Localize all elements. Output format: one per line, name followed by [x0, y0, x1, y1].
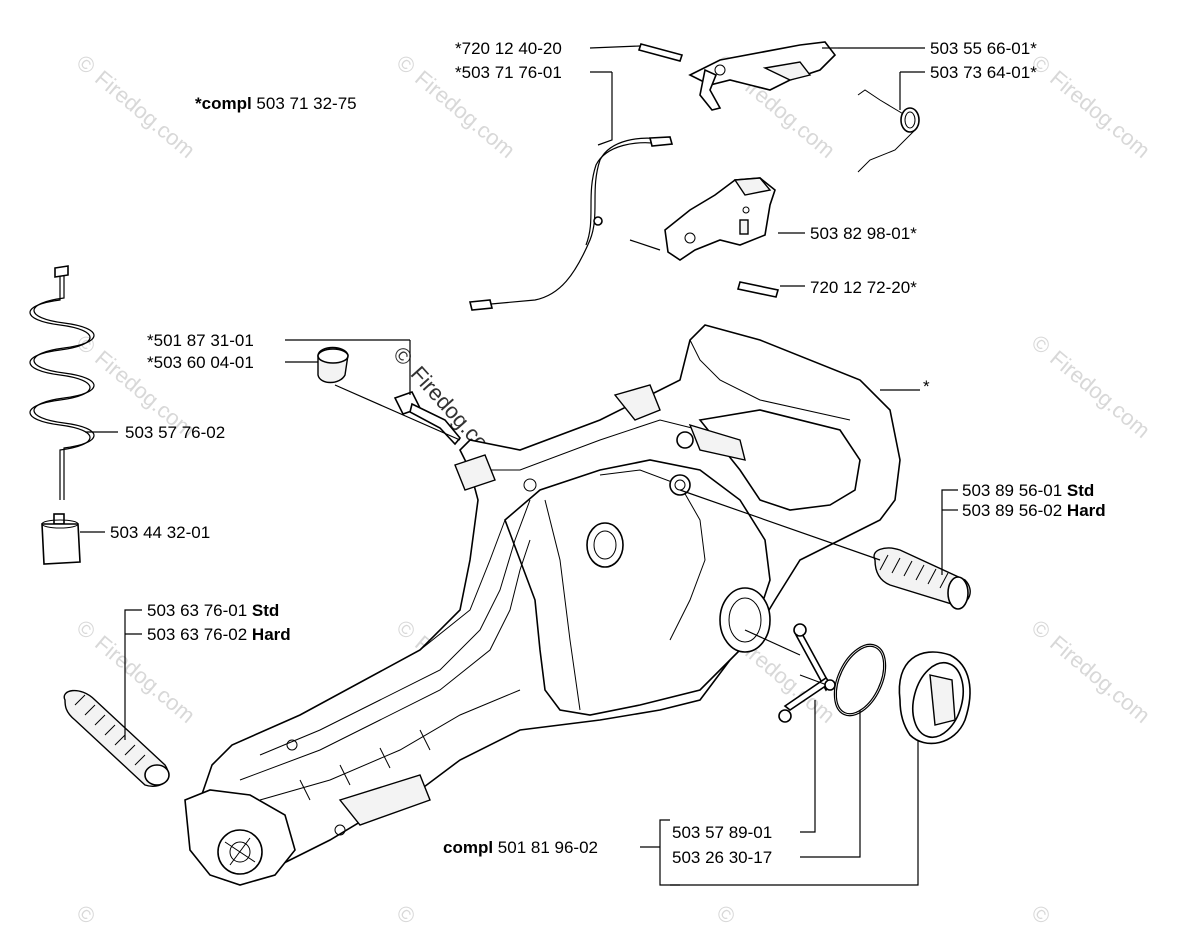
label-503-57-89-01: 503 57 89-01	[672, 823, 772, 842]
throttle-trigger	[688, 41, 837, 111]
label-503-71-76-01: *503 71 76-01	[455, 63, 562, 82]
label-503-63-76-01-std: 503 63 76-01 Std	[147, 601, 279, 620]
rear-buffer-left	[63, 689, 170, 787]
trigger-spring	[857, 89, 920, 173]
watermark: ©Firedog.com	[1027, 615, 1155, 728]
throttle-pin-720-12-40-20	[637, 43, 684, 62]
watermark: ©Firedog.com	[1027, 330, 1155, 443]
vent-tube	[393, 391, 462, 446]
watermark: ©Firedog.com	[1027, 50, 1155, 163]
front-buffer-right	[873, 547, 971, 610]
tank-housing	[184, 324, 901, 886]
watermark: ©	[72, 900, 100, 930]
label-503-73-64-01: 503 73 64-01*	[930, 63, 1037, 82]
label-503-57-76-02: 503 57 76-02	[125, 423, 225, 442]
label-503-89-56-01-std: 503 89 56-01 Std	[962, 481, 1094, 500]
label-503-63-76-02-hard: 503 63 76-02 Hard	[147, 625, 291, 644]
fuel-filter	[41, 513, 81, 565]
lockout-pin-720-12-72-20	[736, 281, 780, 298]
bar-nut-tool	[778, 623, 836, 723]
label-503-89-56-02-hard: 503 89 56-02 Hard	[962, 501, 1106, 520]
label-503-26-30-17: 503 26 30-17	[672, 848, 772, 867]
part-labels: *720 12 40-20 *503 71 76-01 503 55 66-01…	[110, 39, 1106, 867]
label-503-82-98-01: 503 82 98-01*	[810, 224, 917, 243]
vent-valve	[317, 346, 349, 384]
watermark: ©	[712, 900, 740, 930]
o-ring	[833, 643, 887, 717]
label-housing-asterisk: *	[923, 377, 930, 396]
watermark: ©Firedog.com	[72, 50, 200, 163]
watermark: ©	[1027, 900, 1055, 930]
label-503-55-66-01: 503 55 66-01*	[930, 39, 1037, 58]
fuel-hose-coil	[29, 265, 95, 500]
throttle-lockout	[664, 177, 776, 261]
watermark: ©	[392, 900, 420, 930]
label-720-12-40-20: *720 12 40-20	[455, 39, 562, 58]
throttle-cable	[468, 136, 674, 311]
label-501-87-31-01: *501 87 31-01	[147, 331, 254, 350]
oil-cap	[898, 651, 971, 745]
label-720-12-72-20: 720 12 72-20*	[810, 278, 917, 297]
label-compl-503-71-32-75: *compl 503 71 32-75	[195, 94, 357, 113]
label-503-44-32-01: 503 44 32-01	[110, 523, 210, 542]
label-503-60-04-01: *503 60 04-01	[147, 353, 254, 372]
label-compl-501-81-96-02: compl 501 81 96-02	[443, 838, 598, 857]
leader-lines	[80, 45, 958, 886]
